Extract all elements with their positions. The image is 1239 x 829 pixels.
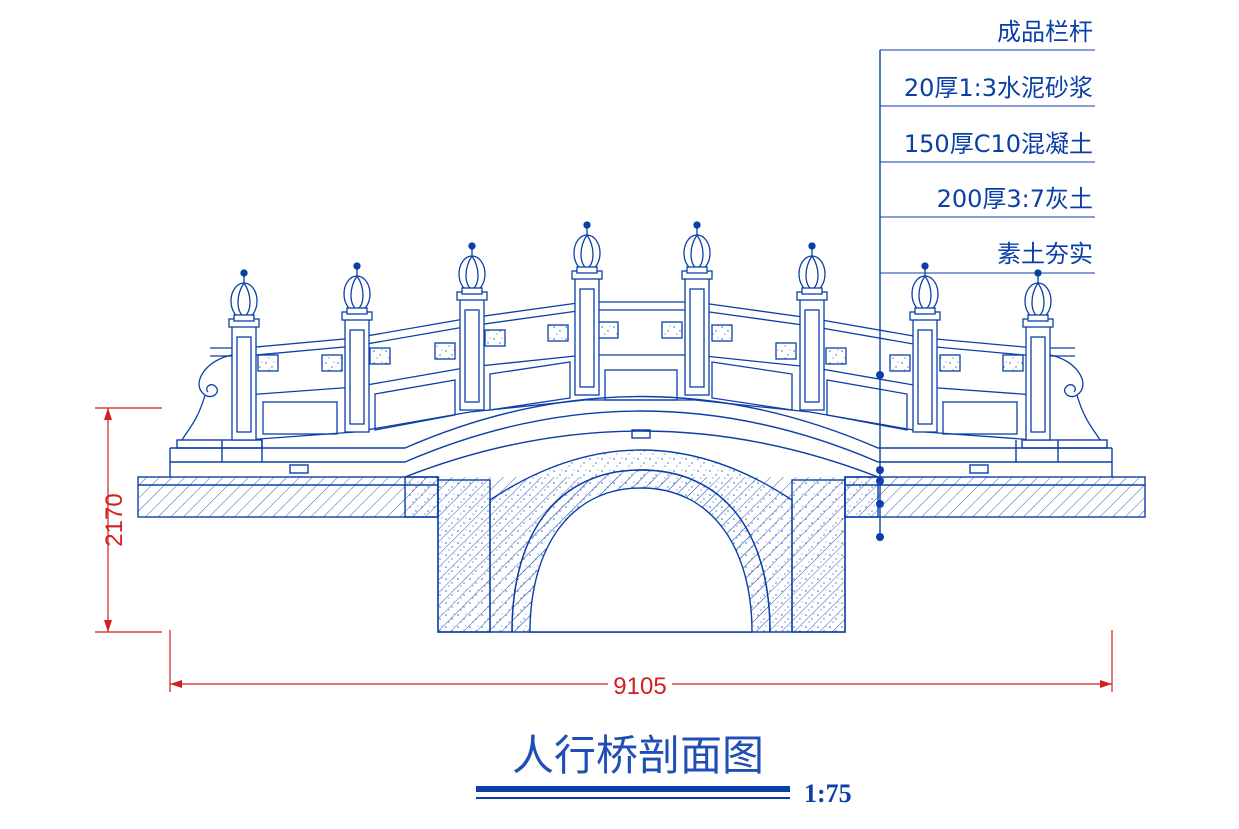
title-underline-thick [476,786,790,792]
arrow-head [170,680,182,688]
rail-panel [262,401,338,435]
handrail-top-inner [210,309,1075,357]
railing [181,301,1101,441]
abutment-fill-right [844,476,879,518]
rail-mid [244,354,1036,396]
layer-label-lime-soil: 200厚3:7灰土 [937,185,1093,213]
layer-label-concrete: 150厚C10混凝土 [904,130,1093,158]
height-dimension: 2170 [101,493,128,546]
post-finial [911,262,939,315]
foundation-slab-right [844,476,1146,518]
drawing-title: 人行桥剖面图 [512,731,764,780]
rail-panel [942,401,1018,435]
layer-label-rammed-soil: 素土夯实 [997,240,1093,268]
post-finial [683,221,711,274]
rail-panel [374,379,456,431]
end-scroll-left [181,354,233,441]
railing-posts [228,221,1054,441]
railing-post [228,269,260,441]
step-block-left [176,439,263,449]
post-finial [1024,269,1052,322]
post-finial [458,242,486,295]
arrow-head [1100,680,1112,688]
pier-speckle-left [437,479,491,633]
rail-panel [489,361,571,411]
railing-post [681,221,713,396]
width-dimension: 9105 [613,673,666,700]
dimensions [95,407,1113,692]
rail-panel [711,361,793,411]
deck-top [170,395,1112,449]
leader-dot [876,466,884,474]
leader-dot [876,371,884,379]
layer-label-railing: 成品栏杆 [997,18,1093,46]
handrail-top [210,301,1075,349]
arrow-head [104,620,112,632]
deck-underside [404,430,879,478]
leader-dot [876,533,884,541]
arrow-head [104,408,112,420]
pier-speckle-right [791,479,846,633]
railing-post [456,242,488,411]
foundation-slab-left [137,476,439,518]
railing-post [571,221,603,396]
post-finial [343,262,371,315]
rail-panel [604,369,678,401]
railing-post [909,262,941,433]
rail-panel [826,379,908,431]
title-underline-thin [476,797,790,799]
layer-legend: 成品栏杆 20厚1:3水泥砂浆 150厚C10混凝土 200厚3:7灰土 素土夯… [876,18,1095,541]
drain-slot [969,464,989,474]
post-finial [798,242,826,295]
step-block-right [1021,439,1108,449]
railing-post [796,242,828,411]
deck-surface [170,410,1112,463]
drain-slot [631,429,651,439]
railing-post [1022,269,1054,441]
arch-ring-edge [511,469,771,633]
carved-bracket [257,321,1024,372]
railing-post [341,262,373,433]
arch-opening [529,487,753,633]
end-scroll-right [1049,354,1101,441]
bridge-structure [137,395,1146,633]
drawing-scale: 1:75 [804,779,852,808]
drain-slot [289,464,309,474]
layer-label-mortar: 20厚1:3水泥砂浆 [904,74,1093,102]
post-finial [573,221,601,274]
post-finial [230,269,258,322]
abutment-fill-left [404,476,439,518]
